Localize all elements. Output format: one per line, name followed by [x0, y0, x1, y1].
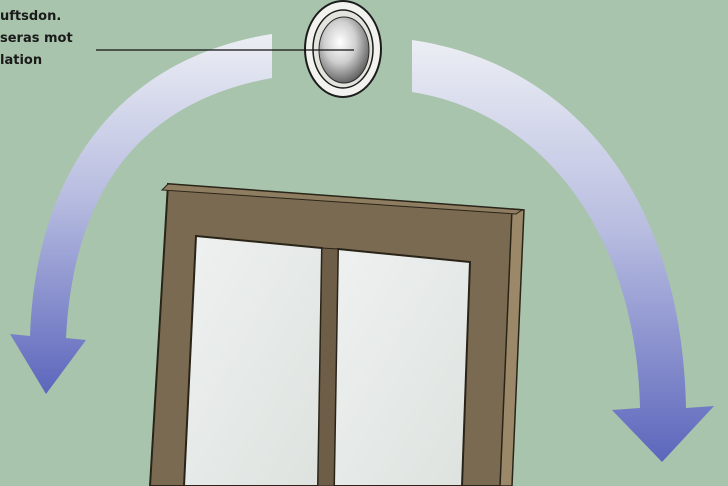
callout-line-3: lation	[0, 50, 130, 72]
door-glass-left	[184, 236, 322, 486]
callout-line-1: uftsdon.	[0, 6, 130, 28]
vent-callout-label: uftsdon. seras mot lation	[0, 6, 130, 72]
callout-line-2: seras mot	[0, 28, 130, 50]
air-vent-icon	[305, 1, 381, 97]
door-glass-right	[334, 249, 470, 486]
door	[150, 184, 524, 486]
